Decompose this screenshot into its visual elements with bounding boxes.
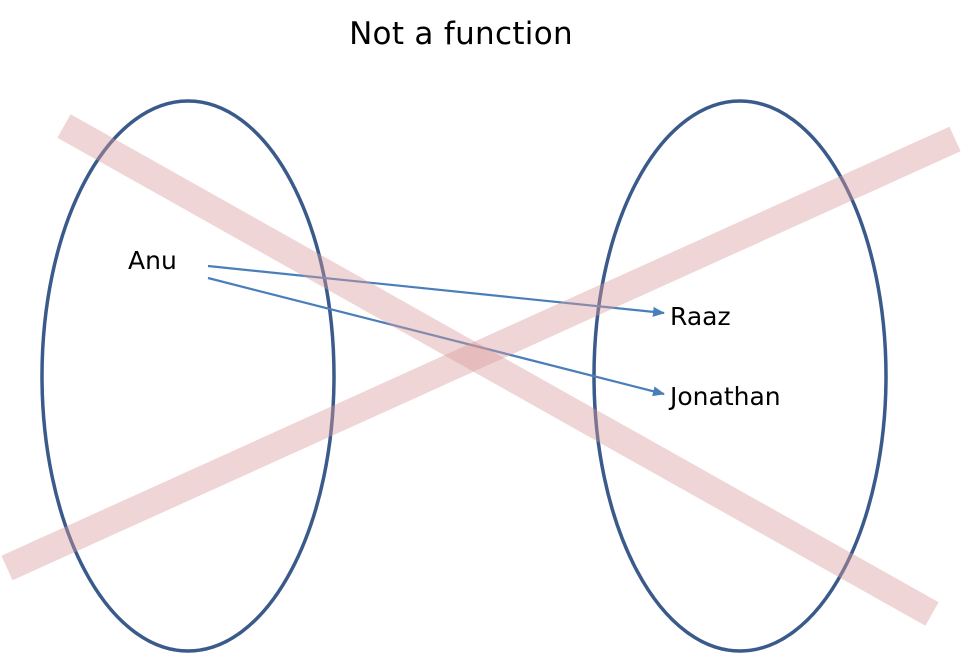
- codomain-element-label: Raaz: [670, 302, 731, 331]
- domain-set-ellipse: [40, 99, 336, 653]
- mapping-arrow-anu-raaz: [207, 264, 665, 317]
- cross-mark-stroke: [1, 126, 961, 581]
- cross-mark-stroke: [57, 114, 939, 626]
- diagram-title: Not a function: [349, 16, 573, 52]
- domain-element-label: Anu: [128, 246, 177, 275]
- codomain-element-label: Jonathan: [668, 382, 781, 411]
- mapping-arrow-anu-jonathan: [207, 276, 665, 397]
